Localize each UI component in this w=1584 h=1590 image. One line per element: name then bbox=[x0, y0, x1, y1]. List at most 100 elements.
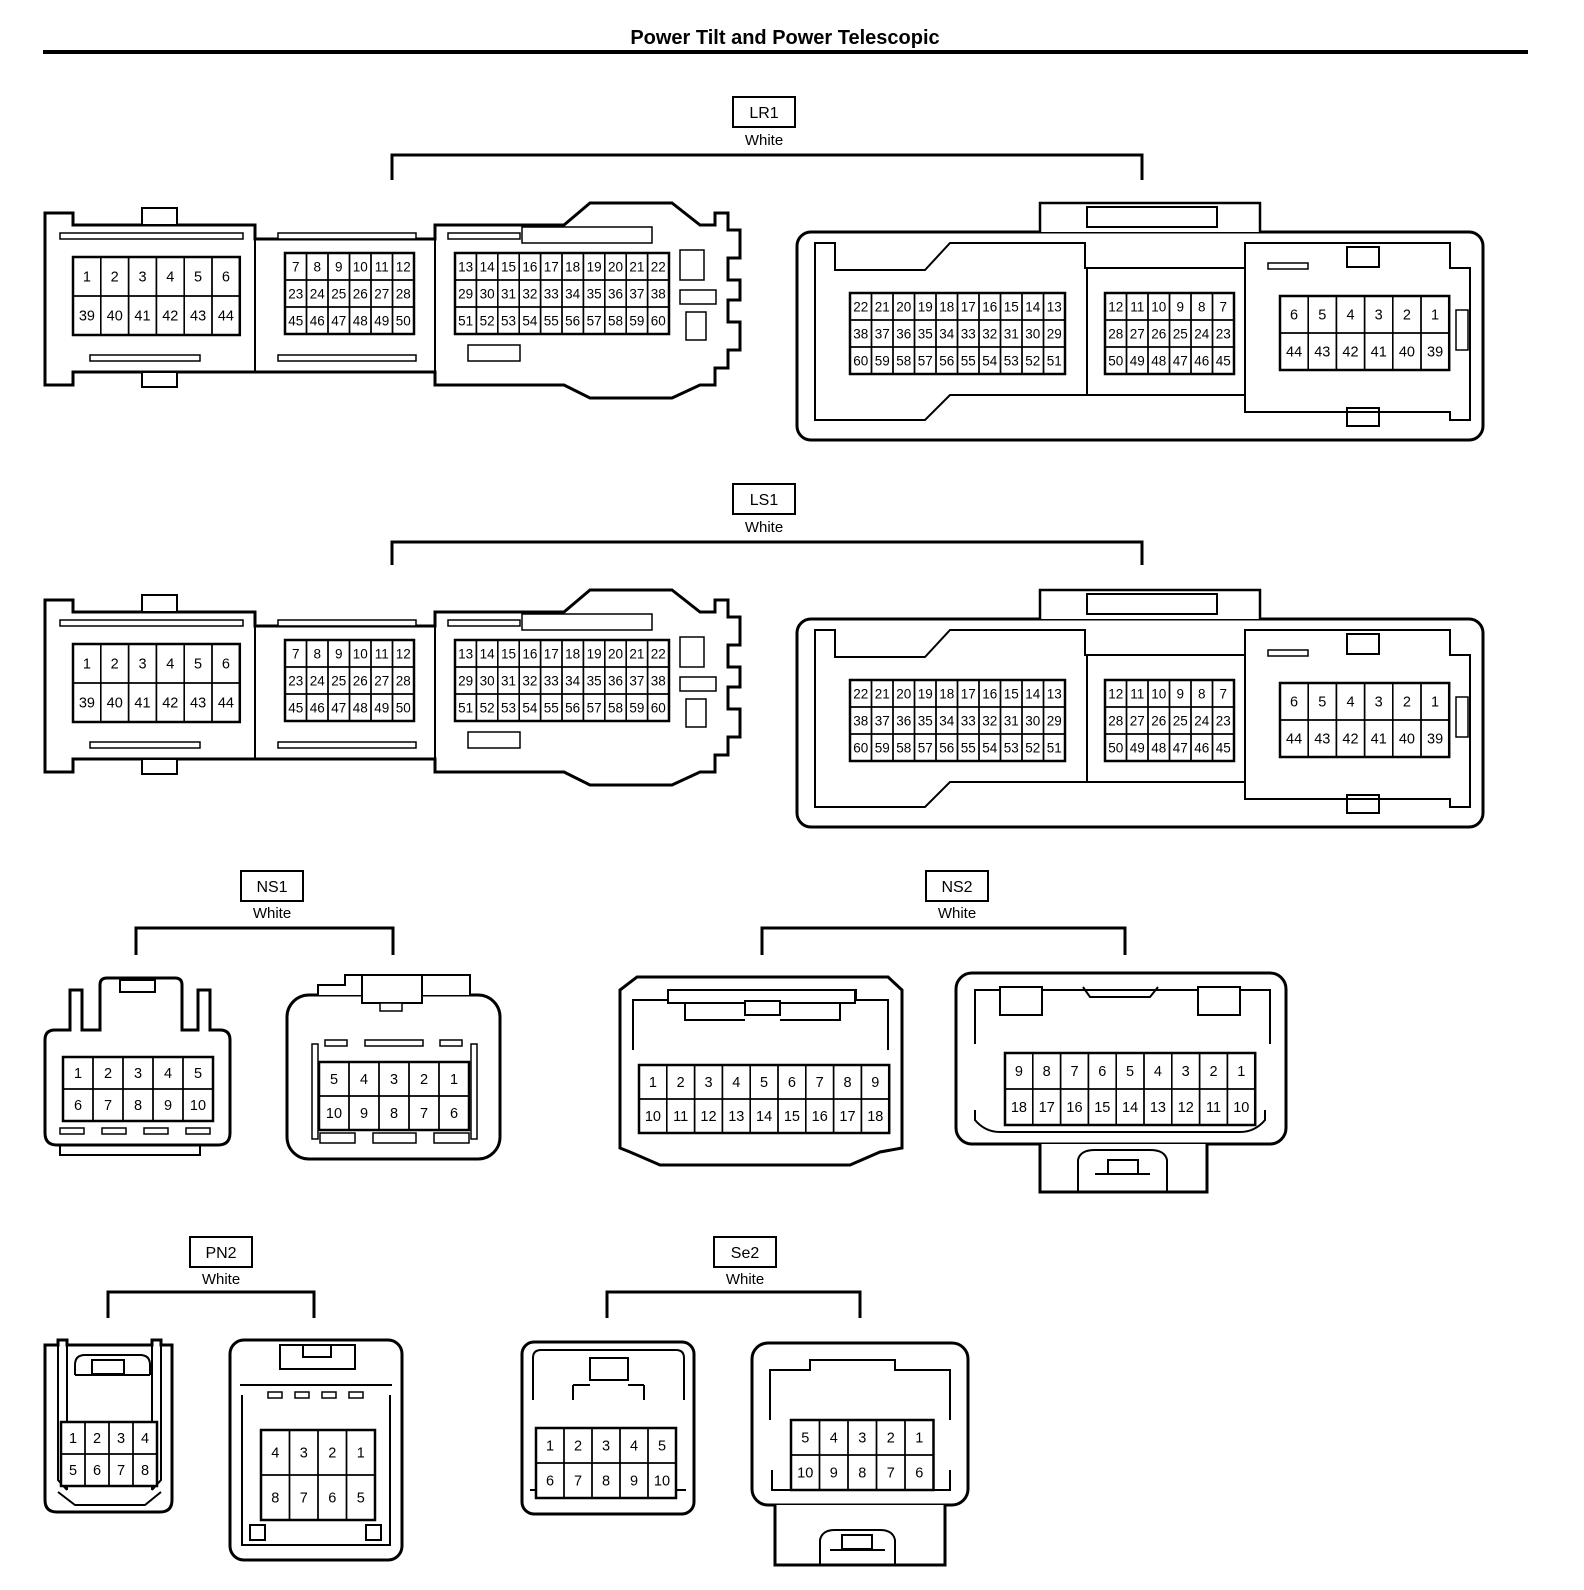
pin-number: 55 bbox=[961, 354, 976, 369]
connector-LS1: LS1 White bbox=[43, 483, 1485, 829]
pin-number: 10 bbox=[1233, 1100, 1249, 1116]
pin-number: 42 bbox=[1342, 732, 1358, 748]
pin-number: 1 bbox=[450, 1072, 458, 1088]
pin-number: 1 bbox=[1237, 1064, 1245, 1080]
pin-number: 10 bbox=[1151, 687, 1166, 702]
pin-number: 35 bbox=[587, 674, 602, 689]
pin-number: 40 bbox=[1399, 345, 1415, 361]
pin-number: 54 bbox=[522, 701, 538, 716]
pin-number: 11 bbox=[673, 1109, 688, 1125]
pin-number: 5 bbox=[1318, 695, 1326, 711]
pin-number: 15 bbox=[501, 647, 516, 662]
pin-number: 58 bbox=[896, 354, 911, 369]
pin-number: 29 bbox=[1047, 714, 1062, 729]
pin-number: 34 bbox=[565, 287, 581, 302]
pin-number: 33 bbox=[544, 674, 559, 689]
pin-number: 14 bbox=[480, 260, 496, 275]
bracket-NS1 bbox=[134, 926, 395, 955]
pin-number: 50 bbox=[396, 701, 411, 716]
pin-number: 52 bbox=[480, 701, 495, 716]
pin-number: 2 bbox=[1403, 695, 1411, 711]
pin-number: 48 bbox=[1151, 354, 1166, 369]
pin-number: 23 bbox=[288, 674, 303, 689]
pin-number: 22 bbox=[853, 300, 868, 315]
connector-label-box-Se2 bbox=[713, 1236, 777, 1268]
pin-number: 23 bbox=[1216, 327, 1231, 342]
pin-number: 6 bbox=[450, 1106, 458, 1122]
pin-number: 60 bbox=[651, 314, 666, 329]
pin-cell bbox=[345, 1474, 376, 1521]
pin-number: 3 bbox=[858, 1431, 866, 1447]
pin-number: 17 bbox=[961, 687, 976, 702]
pin-number: 1 bbox=[74, 1066, 82, 1082]
pin-cell bbox=[647, 1462, 677, 1499]
pin-number: 47 bbox=[331, 314, 346, 329]
pin-number: 57 bbox=[587, 701, 602, 716]
pin-number: 7 bbox=[117, 1463, 125, 1479]
pin-number: 8 bbox=[602, 1474, 610, 1490]
pin-number: 17 bbox=[839, 1109, 855, 1125]
pin-number: 13 bbox=[1047, 687, 1062, 702]
pin-cell bbox=[646, 693, 670, 722]
pin-number: 20 bbox=[608, 647, 623, 662]
pin-number: 7 bbox=[1219, 687, 1227, 702]
pin-number: 41 bbox=[1371, 732, 1387, 748]
pin-number: 49 bbox=[1130, 741, 1145, 756]
pin-number: 10 bbox=[326, 1106, 342, 1122]
pin-cell bbox=[211, 295, 241, 336]
pin-number: 46 bbox=[310, 314, 325, 329]
pin-number: 8 bbox=[1198, 300, 1206, 315]
connector-color-LS1: White bbox=[745, 519, 783, 536]
pin-number: 4 bbox=[166, 657, 174, 673]
connector-code-NS2: NS2 bbox=[941, 879, 972, 896]
pin-number: 6 bbox=[1290, 695, 1298, 711]
pin-number: 1 bbox=[546, 1439, 554, 1455]
connector-color-NS2: White bbox=[938, 905, 976, 922]
pin-number: 33 bbox=[961, 714, 976, 729]
pin-number: 26 bbox=[1151, 327, 1166, 342]
pin-number: 3 bbox=[1375, 695, 1383, 711]
pin-number: 24 bbox=[310, 287, 326, 302]
pin-number: 4 bbox=[1346, 695, 1354, 711]
pin-number: 57 bbox=[918, 741, 933, 756]
pin-number: 42 bbox=[1342, 345, 1358, 361]
pin-number: 2 bbox=[104, 1066, 112, 1082]
pin-number: 23 bbox=[1216, 714, 1231, 729]
pin-number: 18 bbox=[939, 300, 954, 315]
pin-number: 45 bbox=[1216, 354, 1231, 369]
pin-number: 48 bbox=[1151, 741, 1166, 756]
pin-number: 8 bbox=[1043, 1064, 1051, 1080]
pin-number: 3 bbox=[138, 657, 146, 673]
pin-number: 35 bbox=[918, 327, 933, 342]
pin-number: 59 bbox=[875, 741, 890, 756]
pin-number: 18 bbox=[939, 687, 954, 702]
pin-number: 60 bbox=[853, 354, 868, 369]
connector-color-PN2: White bbox=[202, 1271, 240, 1288]
pin-number: 6 bbox=[328, 1491, 336, 1507]
connector-color-LR1: White bbox=[745, 132, 783, 149]
pin-number: 11 bbox=[1206, 1100, 1221, 1116]
pin-number: 2 bbox=[93, 1431, 101, 1447]
connector-code-PN2: PN2 bbox=[205, 1245, 236, 1262]
pin-number: 1 bbox=[83, 657, 91, 673]
pin-number: 41 bbox=[1371, 345, 1387, 361]
pin-number: 27 bbox=[1130, 327, 1145, 342]
pin-number: 7 bbox=[420, 1106, 428, 1122]
pin-number: 4 bbox=[271, 1446, 279, 1462]
pin-number: 36 bbox=[896, 714, 911, 729]
connector-color-NS1: White bbox=[253, 905, 291, 922]
pin-number: 6 bbox=[74, 1098, 82, 1114]
pin-number: 1 bbox=[649, 1075, 657, 1091]
pin-number: 5 bbox=[760, 1075, 768, 1091]
pin-cell bbox=[438, 1095, 470, 1131]
pin-number: 12 bbox=[1108, 300, 1123, 315]
pin-number: 52 bbox=[1025, 741, 1040, 756]
connector-label-box-NS1 bbox=[240, 870, 304, 902]
pin-cell bbox=[132, 1453, 158, 1487]
pin-number: 42 bbox=[162, 696, 178, 712]
pin-number: 17 bbox=[1039, 1100, 1055, 1116]
pin-number: 13 bbox=[1047, 300, 1062, 315]
